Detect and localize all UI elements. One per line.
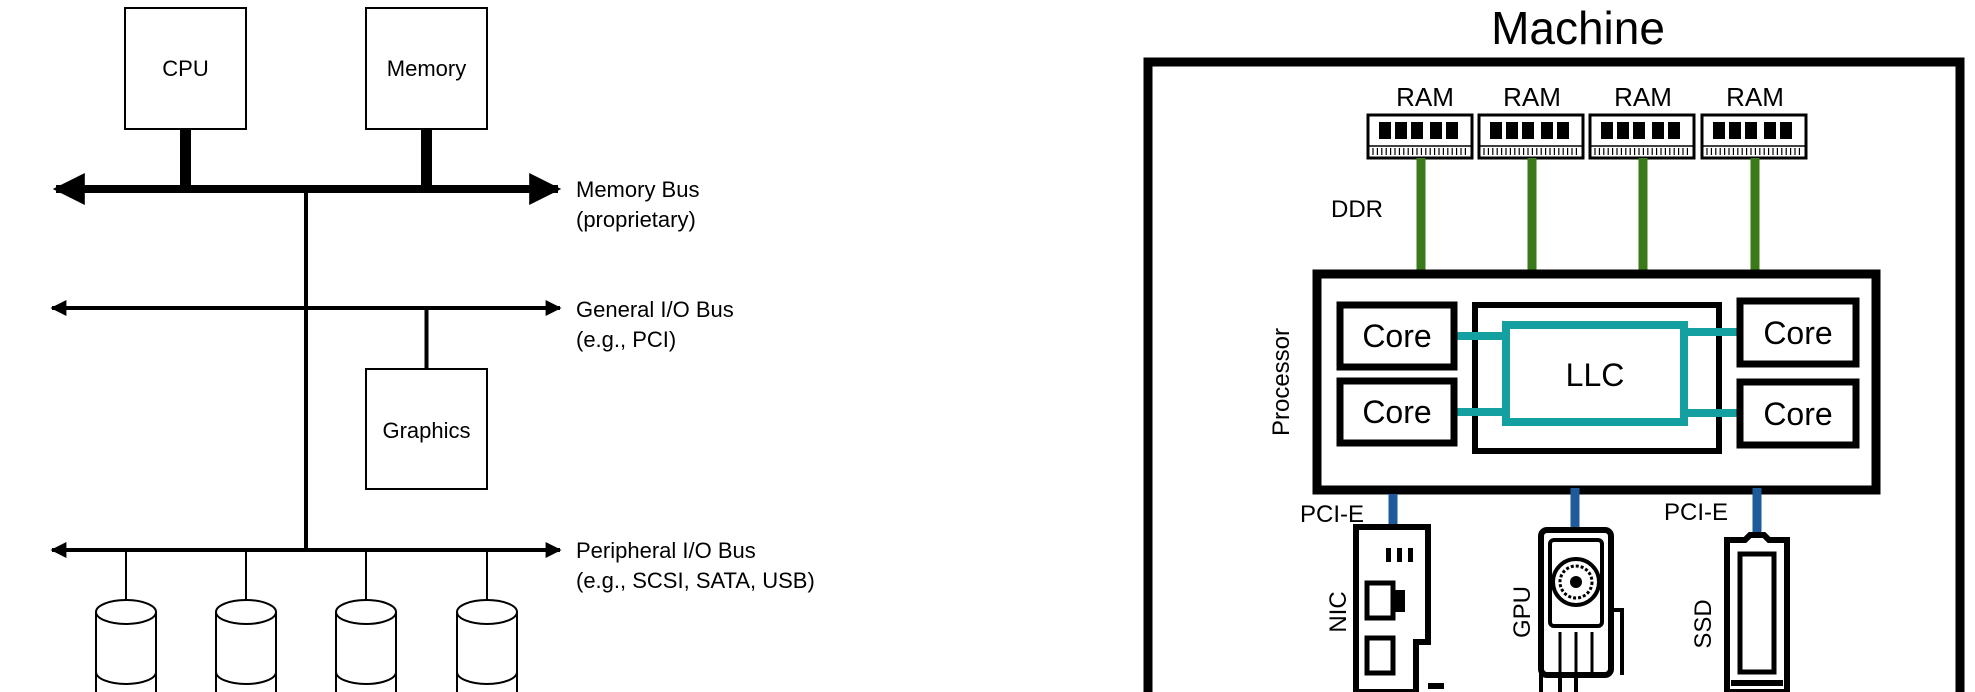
ddr-label: DDR [1331, 196, 1383, 223]
memory-box: Memory [365, 7, 488, 130]
cpu-label: CPU [162, 56, 208, 81]
machine-frame [1143, 57, 1965, 692]
processor-label: Processor [1268, 328, 1295, 436]
pcie-right-label: PCI-E [1664, 499, 1728, 526]
ddr-links [1416, 158, 1760, 274]
gpu-label: GPU [1509, 586, 1536, 638]
machine-diagram: Machine RAM RAM RAM RAM DDR Processor [1143, 2, 1965, 692]
pcie-links [1388, 488, 1762, 535]
llc-outer-box [1472, 302, 1722, 454]
peripheral-io-bus-name: Peripheral I/O Bus [576, 538, 756, 563]
disk-icon [95, 550, 157, 692]
gpu-card-icon [1538, 527, 1624, 692]
disk-group [95, 550, 518, 692]
llc-links [1454, 328, 1740, 417]
ram-label: RAM [1614, 82, 1672, 112]
processor-box [1312, 269, 1881, 495]
memory-bus-name: Memory Bus [576, 177, 699, 202]
pcie-left-label: PCI-E [1300, 501, 1364, 528]
machine-title: Machine [1491, 2, 1665, 54]
ssd-label: SSD [1690, 599, 1717, 648]
graphics-box: Graphics [365, 368, 488, 490]
general-io-bus-name: General I/O Bus [576, 297, 734, 322]
graphics-label: Graphics [382, 418, 470, 443]
peripheral-io-bus-note: (e.g., SCSI, SATA, USB) [576, 568, 815, 593]
disk-icon [215, 550, 277, 692]
ram-module-icon [1477, 113, 1585, 160]
core-label: Core [1763, 315, 1832, 351]
nic-label: NIC [1325, 591, 1352, 632]
ram-module-icon [1588, 113, 1696, 160]
ram-module-icon [1700, 113, 1808, 160]
core-label: Core [1362, 394, 1431, 430]
ssd-icon [1724, 532, 1790, 692]
disk-icon [456, 550, 518, 692]
disk-icon [335, 550, 397, 692]
ram-module-icon [1366, 113, 1474, 160]
core-label: Core [1362, 318, 1431, 354]
ram-label: RAM [1503, 82, 1561, 112]
nic-card-icon [1353, 524, 1444, 692]
ram-modules [1366, 113, 1808, 160]
llc-label: LLC [1566, 357, 1625, 393]
general-io-bus-note: (e.g., PCI) [576, 327, 676, 352]
core-box: Core [1336, 301, 1458, 371]
bus-hierarchy-diagram: CPU Memory Memory Bus (proprietary) Gene… [50, 7, 815, 692]
ram-label: RAM [1396, 82, 1454, 112]
memory-label: Memory [387, 56, 466, 81]
core-box: Core [1336, 377, 1458, 447]
cpu-box: CPU [124, 7, 247, 130]
memory-bus-note: (proprietary) [576, 207, 696, 232]
llc-box [1502, 321, 1688, 426]
core-box: Core [1736, 378, 1860, 449]
ram-label: RAM [1726, 82, 1784, 112]
core-label: Core [1763, 396, 1832, 432]
core-box: Core [1736, 297, 1860, 368]
